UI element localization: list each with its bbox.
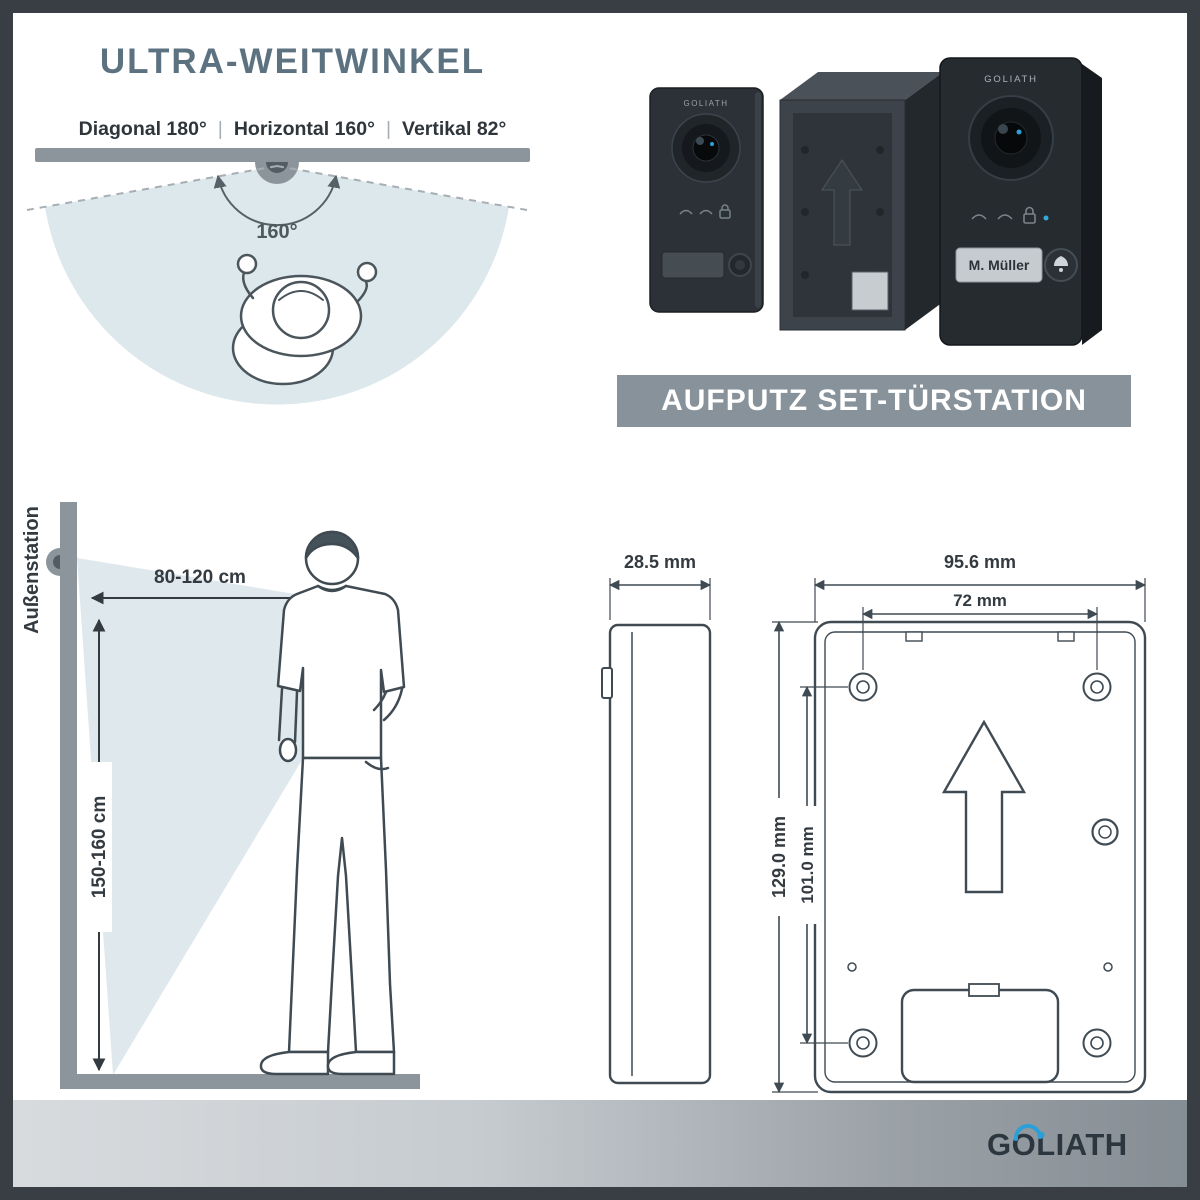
goliath-logo: GOLIATH [987, 1124, 1128, 1162]
footer-bar: GOLIATH [13, 1100, 1187, 1187]
spec-separator: | [385, 118, 392, 140]
camera-lens-icon [266, 162, 288, 173]
person-standing [259, 530, 406, 1076]
product-photo-set: GOLIATH [649, 57, 1102, 346]
distance-label: 80-120 cm [154, 567, 246, 588]
product-banner-text: AUFPUTZ SET-TÜRSTATION [661, 384, 1087, 417]
angle-specs: Diagonal 180° | Horizontal 160° | Vertikal 8… [10, 118, 575, 141]
box-up-arrow-icon [821, 159, 863, 246]
spec-diagonal: Diagonal 180° [78, 118, 207, 140]
fov-limit-lines [26, 165, 528, 211]
side-view-drawing [601, 623, 712, 1085]
cable-entry-opening [900, 988, 1060, 1084]
outdoor-station-lens-icon [53, 555, 60, 569]
spec-vertikal: Vertikal 82° [402, 118, 507, 140]
ground-bar [60, 1074, 420, 1089]
door-station-named: GOLIATH M. Müller [939, 57, 1102, 346]
device-brand-label: GOLIATH [984, 74, 1038, 85]
section-title: ULTRA-WEITWINKEL [99, 42, 486, 81]
station-side-label: Außenstation [21, 506, 43, 634]
outer-width-label: 95.6 mm [944, 552, 1016, 572]
screw-holes [848, 672, 1112, 1058]
spec-separator: | [217, 118, 223, 140]
back-plate-drawing [813, 620, 1147, 1094]
logo-blue-dot-icon [1037, 1131, 1045, 1139]
spec-horizontal: Horizontal 160° [233, 118, 375, 140]
wall-bar [35, 148, 530, 162]
wall-bar [60, 502, 77, 1080]
status-icons [971, 206, 1036, 224]
door-station-front: GOLIATH [649, 87, 764, 313]
name-plate-text: M. Müller [969, 257, 1030, 273]
name-plate-blank [661, 251, 725, 279]
status-led [1043, 215, 1049, 221]
depth-label: 28.5 mm [624, 552, 696, 572]
technical-drawing: 28.5 mm [601, 552, 1147, 1094]
person-top-view [231, 253, 378, 386]
box-cable-cutout [851, 271, 889, 311]
angle-arc [213, 174, 341, 227]
up-arrow-emboss [941, 719, 1027, 894]
mounting-height-diagram: Außenstation 80-120 cm 150-160 cm [21, 502, 420, 1089]
status-icons [679, 204, 731, 219]
device-brand-label: GOLIATH [683, 99, 728, 108]
height-label: 150-160 cm [89, 796, 110, 898]
top-view-angle-diagram: 160° [26, 148, 530, 405]
fov-angle-label: 160° [256, 221, 297, 243]
surface-mount-box [779, 72, 943, 331]
name-plate [955, 247, 1043, 283]
hole-width-label: 72 mm [953, 591, 1007, 610]
outer-height-label: 129.0 mm [769, 816, 789, 898]
goliath-logo-text: GOLIATH [987, 1127, 1128, 1162]
hole-height-label: 101.0 mm [798, 826, 817, 904]
product-banner: AUFPUTZ SET-TÜRSTATION [617, 375, 1131, 427]
